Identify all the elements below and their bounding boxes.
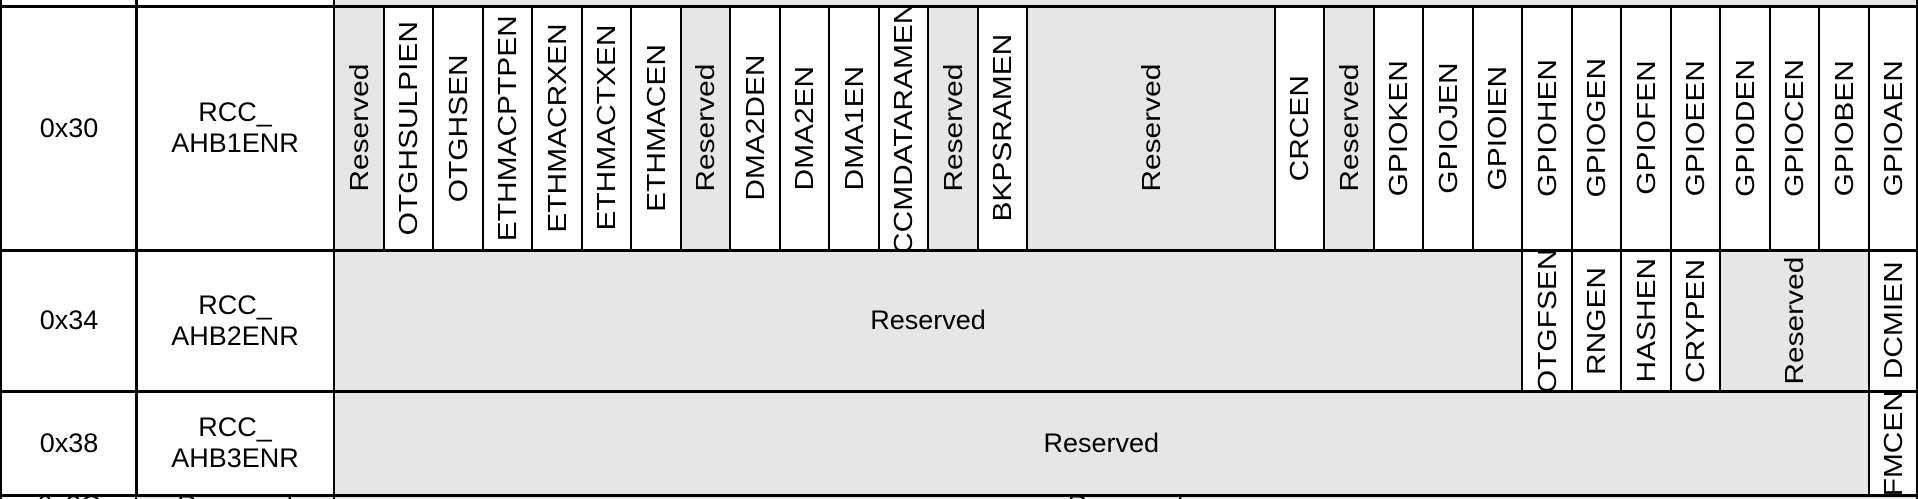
offset-cell: 0x30 [0, 6, 138, 250]
bit-field-ethmacen-label: ETHMACEN [640, 44, 671, 212]
bit-field-dma2en: DMA2EN [778, 6, 830, 250]
bit-field-gpioben: GPIOBEN [1818, 6, 1870, 250]
reserved-field [333, 0, 1918, 6]
bit-field-gpiohen: GPIOHEN [1521, 6, 1573, 250]
bit-field-rngen: RNGEN [1570, 250, 1622, 391]
register-name-cell-label: RCC_ AHB1ENR [171, 97, 299, 158]
reserved-field-label: Reserved [1068, 495, 1184, 499]
row-divider [0, 390, 1918, 393]
bit-field-dma2den-label: DMA2DEN [739, 54, 770, 202]
reserved-field: Reserved [333, 250, 1523, 391]
bit-field-otgfsen-label: OTGFSEN [1531, 250, 1562, 391]
register-name-cell-label: RCC_ AHB2ENR [171, 289, 299, 351]
reserved-field-label: Reserved [1779, 256, 1810, 385]
bit-field-gpiofen: GPIOFEN [1620, 6, 1672, 250]
bit-field-gpioien-label: GPIOIEN [1482, 65, 1513, 191]
bit-field-gpiojen-label: GPIOJEN [1432, 62, 1463, 194]
bit-field-dcmien-label: DCMIEN [1877, 261, 1908, 380]
row-divider [0, 494, 1918, 497]
reserved-field: Reserved [1719, 250, 1870, 391]
bit-field-gpioeen: GPIOEEN [1669, 6, 1721, 250]
bit-field-gpioden-label: GPIODEN [1729, 59, 1760, 197]
bit-field-gpioaen: GPIOAEN [1867, 6, 1918, 250]
bit-field-otgfsen: OTGFSEN [1521, 250, 1573, 391]
reserved-field-label: Reserved [343, 64, 374, 192]
reserved-field-label: Reserved [1135, 64, 1166, 192]
bit-field-gpioben-label: GPIOBEN [1828, 59, 1859, 197]
bit-field-dma2den: DMA2DEN [729, 6, 781, 250]
bit-field-gpiogen: GPIOGEN [1570, 6, 1622, 250]
bit-field-crypen-label: CRYPEN [1680, 258, 1711, 383]
reserved-field-label: Reserved [690, 64, 721, 192]
bit-field-gpioien: GPIOIEN [1471, 6, 1523, 250]
bit-field-otghsulpien: OTGHSULPIEN [382, 6, 434, 250]
bit-field-ethmacrxen: ETHMACRXEN [531, 6, 583, 250]
bit-field-fmcen: FMCEN [1867, 391, 1918, 495]
bit-field-ethmacen: ETHMACEN [630, 6, 682, 250]
reserved-field-label: Reserved [937, 64, 968, 192]
row-divider [0, 249, 1918, 252]
register-name-cell: RCC_ AHB3ENR [135, 391, 335, 495]
reserved-field: Reserved [1026, 6, 1276, 250]
bit-field-gpiocen: GPIOCEN [1768, 6, 1820, 250]
bit-field-hashen-label: HASHEN [1630, 258, 1661, 383]
bit-field-bkpsramen-label: BKPSRAMEN [987, 34, 1018, 222]
bit-field-ethmacptpen: ETHMACPTPEN [481, 6, 533, 250]
register-name-cell: RCC_ AHB1ENR [135, 6, 335, 250]
reserved-field: Reserved [333, 6, 385, 250]
row-divider [0, 5, 1918, 8]
offset-cell-label: 0x38 [39, 427, 99, 458]
bit-field-gpiogen-label: GPIOGEN [1581, 58, 1612, 198]
bit-field-gpiojen: GPIOJEN [1422, 6, 1474, 250]
bit-field-gpioken-label: GPIOKEN [1383, 59, 1414, 197]
bit-field-bkpsramen: BKPSRAMEN [976, 6, 1028, 250]
bit-field-crypen: CRYPEN [1669, 250, 1721, 391]
bit-field-hashen: HASHEN [1620, 250, 1672, 391]
bit-field-crcen-label: CRCEN [1284, 74, 1315, 182]
bit-field-ccmdataramen: CCMDATARAMEN [877, 6, 929, 250]
bit-field-crcen: CRCEN [1273, 6, 1325, 250]
bit-field-dma1en-label: DMA1EN [838, 65, 869, 191]
reserved-field: Reserved [679, 6, 731, 250]
bit-field-dma2en-label: DMA2EN [789, 65, 820, 191]
reserved-field: Reserved [1323, 6, 1375, 250]
bit-field-gpioken: GPIOKEN [1372, 6, 1424, 250]
bit-field-ethmactxen: ETHMACTXEN [580, 6, 632, 250]
bit-field-gpiofen-label: GPIOFEN [1630, 60, 1661, 196]
bit-field-dcmien: DCMIEN [1867, 250, 1918, 391]
bit-field-ethmactxen-label: ETHMACTXEN [591, 25, 622, 231]
bit-field-dma1en: DMA1EN [828, 6, 880, 250]
bit-field-ethmacptpen-label: ETHMACPTPEN [492, 15, 523, 241]
bit-field-ccmdataramen-label: CCMDATARAMEN [888, 6, 919, 250]
offset-cell-label: 0x3C [37, 495, 100, 499]
register-name-cell: RCC_ AHB2ENR [135, 250, 335, 391]
reserved-field: Reserved [333, 495, 1918, 499]
offset-cell: 0x34 [0, 250, 138, 391]
bit-field-gpiohen-label: GPIOHEN [1531, 59, 1562, 197]
bit-field-otghsulpien-label: OTGHSULPIEN [393, 20, 424, 236]
register-name-cell-label: RCC_ AHB3ENR [171, 412, 299, 473]
offset-cell: 0x38 [0, 391, 138, 495]
bit-field-rngen-label: RNGEN [1581, 266, 1612, 375]
bit-field-otghsen: OTGHSEN [432, 6, 484, 250]
bit-field-gpioaen-label: GPIOAEN [1877, 59, 1908, 197]
bit-field-fmcen-label: FMCEN [1877, 391, 1908, 495]
reserved-field-label: Reserved [1333, 64, 1364, 192]
reserved-field-label: Reserved [870, 305, 986, 335]
offset-cell-label: 0x30 [39, 112, 99, 143]
bit-field-otghsen-label: OTGHSEN [442, 54, 473, 202]
reserved-field: Reserved [927, 6, 979, 250]
offset-cell-label: 0x34 [39, 305, 99, 335]
bit-field-gpioden: GPIODEN [1719, 6, 1771, 250]
bit-field-ethmacrxen-label: ETHMACRXEN [541, 23, 572, 233]
register-name-cell-label: Reserved [177, 495, 293, 499]
bit-field-gpiocen-label: GPIOCEN [1779, 59, 1810, 197]
offset-cell [0, 0, 138, 6]
reserved-field: Reserved [333, 391, 1870, 495]
reserved-field-label: Reserved [1043, 427, 1160, 458]
bit-field-gpioeen-label: GPIOEEN [1680, 59, 1711, 197]
